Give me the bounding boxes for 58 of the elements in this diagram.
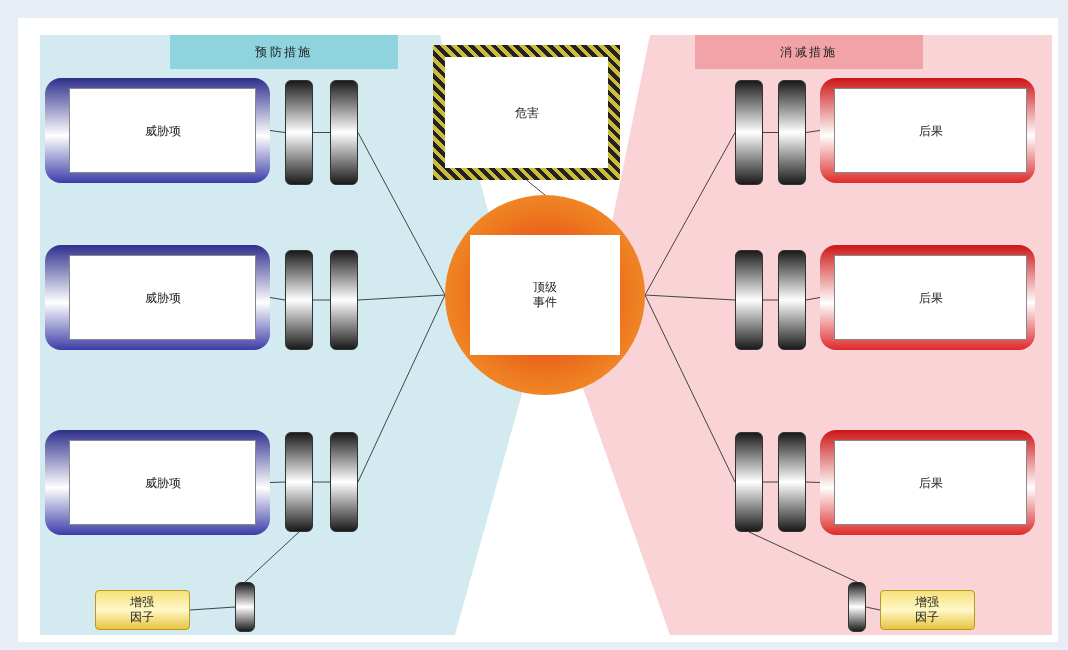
connector-line <box>312 481 331 483</box>
connector-line <box>865 606 881 611</box>
header-tab: 预防措施 <box>170 35 398 69</box>
barrier-bar <box>778 432 806 532</box>
consequence-box <box>820 78 1035 183</box>
node-label: 增强因子 <box>914 595 941 625</box>
threat-box <box>45 430 270 535</box>
barrier-bar <box>330 250 358 350</box>
node-label: 后果 <box>918 122 943 139</box>
connector-line <box>526 179 546 196</box>
header-tab: 消减措施 <box>695 35 923 69</box>
node-label: 后果 <box>918 289 943 306</box>
connector-line <box>644 132 736 296</box>
connector-line <box>312 132 331 133</box>
connector-line <box>312 299 331 301</box>
barrier-bar <box>848 582 866 632</box>
hazard-box <box>433 45 620 180</box>
barrier-bar <box>285 80 313 185</box>
connector-line <box>269 297 286 301</box>
barrier-bar <box>735 432 763 532</box>
barrier-bar <box>285 250 313 350</box>
node-label: 增强因子 <box>129 595 156 625</box>
barrier-bar <box>330 432 358 532</box>
consequence-box <box>820 245 1035 350</box>
escalation-factor-box <box>880 590 975 630</box>
threat-box <box>45 245 270 350</box>
connector-line <box>805 130 821 133</box>
connector-line <box>357 132 446 296</box>
barrier-bar <box>735 80 763 185</box>
connector-line <box>644 294 736 483</box>
node-label: 威胁项 <box>144 474 181 491</box>
barrier-bar <box>778 80 806 185</box>
barrier-bar <box>330 80 358 185</box>
consequence-box <box>820 430 1035 535</box>
node-label: 危害 <box>514 104 539 121</box>
connector-line <box>748 531 858 583</box>
connector-line <box>805 481 821 483</box>
threat-box <box>45 78 270 183</box>
connector-line <box>762 132 779 133</box>
connector-line <box>244 531 300 583</box>
connector-line <box>762 299 779 301</box>
escalation-factor-box <box>95 590 190 630</box>
connector-line <box>357 294 446 483</box>
connector-line <box>805 297 821 301</box>
node-label: 后果 <box>918 474 943 491</box>
connector-line <box>762 481 779 483</box>
node-label: 威胁项 <box>144 289 181 306</box>
connector-line <box>644 294 736 301</box>
barrier-bar <box>735 250 763 350</box>
node-label: 顶级事件 <box>532 280 558 310</box>
barrier-bar <box>235 582 255 632</box>
barrier-bar <box>778 250 806 350</box>
connector-line <box>189 606 236 611</box>
connector-line <box>357 294 446 301</box>
connector-line <box>269 130 286 133</box>
connector-line <box>269 481 286 483</box>
node-label: 威胁项 <box>144 122 181 139</box>
barrier-bar <box>285 432 313 532</box>
